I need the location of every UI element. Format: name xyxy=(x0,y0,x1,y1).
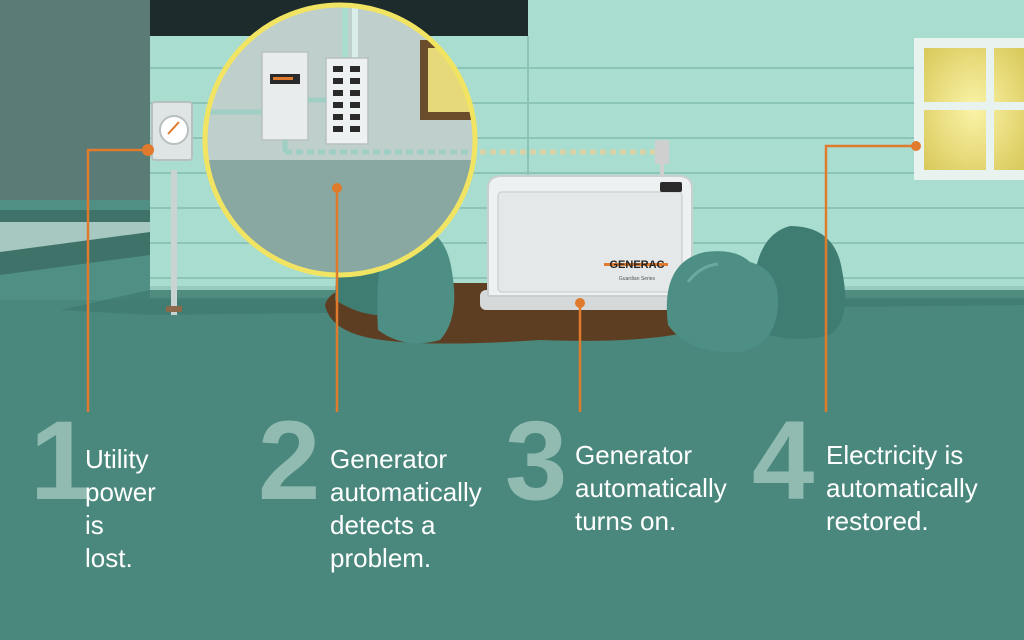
wall-box xyxy=(655,140,669,164)
step-text: Generator automatically detects a proble… xyxy=(330,444,482,573)
left-wall xyxy=(0,0,150,275)
generator-unit xyxy=(480,175,693,310)
step-number: 1 xyxy=(30,398,93,523)
callout-lines xyxy=(86,144,916,412)
step-text: Utility power is lost. xyxy=(85,444,156,573)
lit-window xyxy=(914,38,1024,180)
callout-dots xyxy=(142,141,921,308)
step-number: 4 xyxy=(752,398,815,523)
step-number: 2 xyxy=(258,398,321,523)
step-number: 3 xyxy=(505,398,568,523)
step-text: Generator automatically turns on. xyxy=(575,440,727,536)
shrubs-right xyxy=(666,226,846,353)
generac-logo: GENERAC xyxy=(609,259,664,271)
zoom-ring xyxy=(202,2,478,278)
step-text: Electricity is automatically restored. xyxy=(826,440,978,536)
generac-series-label: Guardian Series xyxy=(619,276,656,282)
zoom-panel-interior xyxy=(205,5,475,275)
utility-meter xyxy=(151,101,193,315)
